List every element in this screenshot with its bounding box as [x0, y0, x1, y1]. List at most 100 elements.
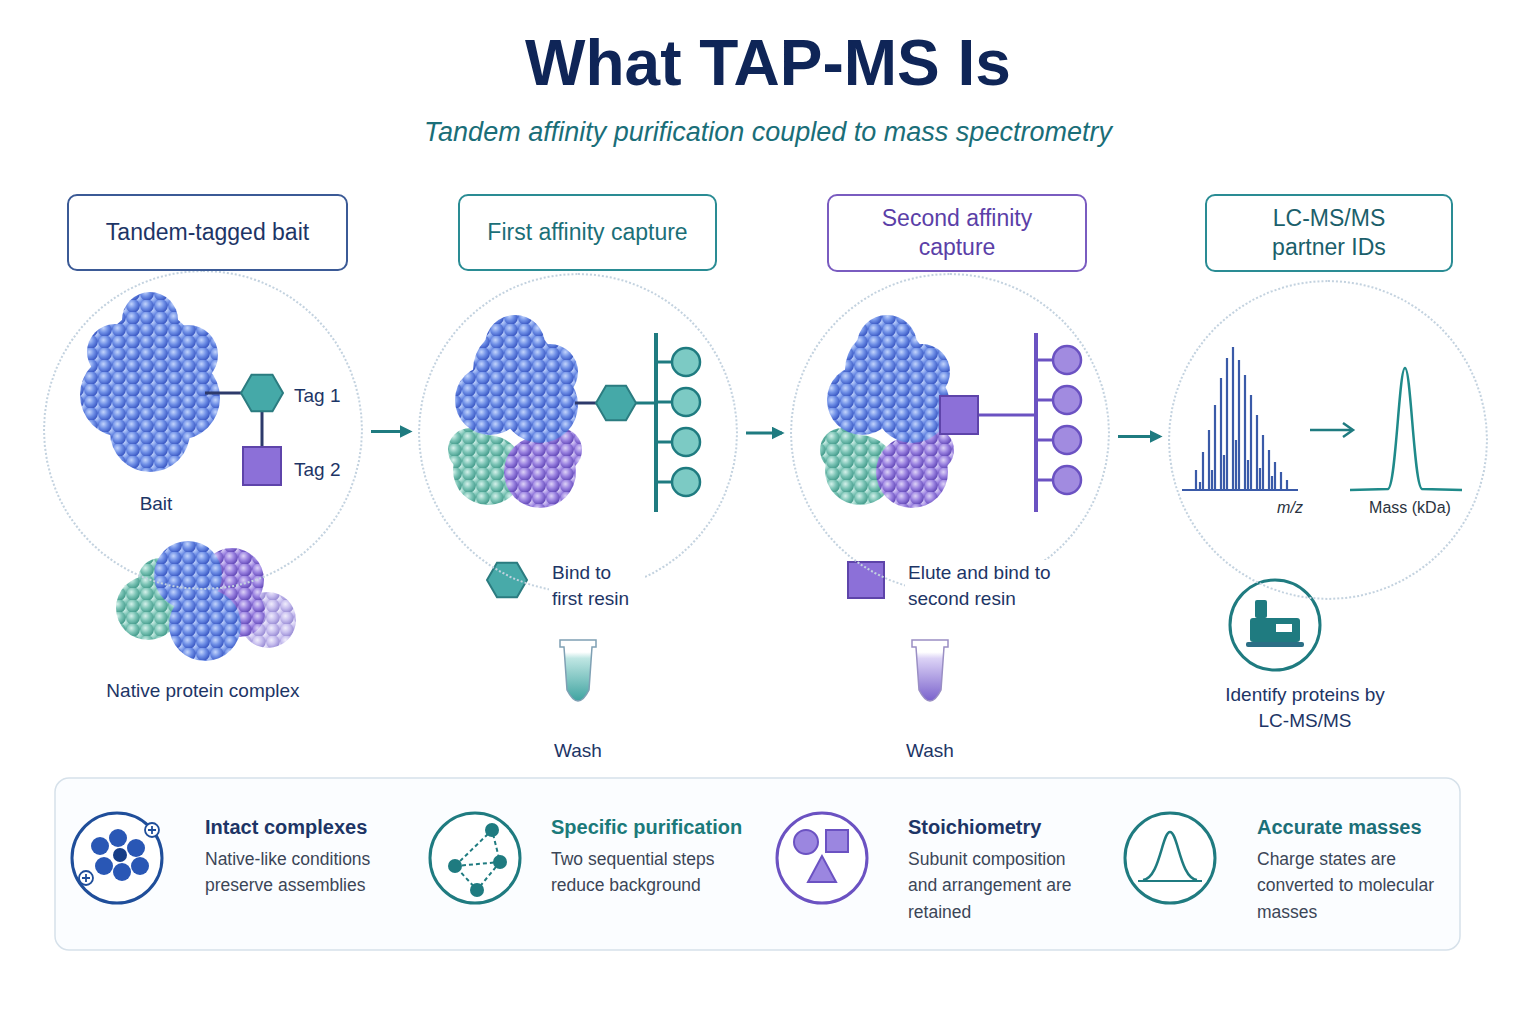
hexagon-icon — [487, 563, 527, 598]
resin-linker — [575, 402, 596, 405]
feature-heading: Specific purification — [551, 814, 766, 840]
intact-icon — [82, 874, 90, 882]
bait-protein — [80, 292, 220, 472]
first-resin — [656, 481, 672, 484]
stage-heading: LC-MS/MS partner IDs — [1205, 194, 1453, 272]
captured-complex — [448, 315, 582, 508]
deconvolution-arrow — [1343, 423, 1353, 437]
step-note: Bind to first resin — [549, 560, 645, 611]
specificity-icon — [448, 859, 462, 873]
flow-arrow — [1118, 435, 1160, 438]
first-resin — [672, 388, 700, 416]
second-resin — [1036, 439, 1052, 442]
first-resin — [654, 333, 658, 512]
wash-label: Wash — [890, 738, 970, 764]
intact-icon — [91, 837, 109, 855]
second-resin — [1036, 333, 1081, 512]
intact-icon — [131, 857, 149, 875]
ms-instrument-icon — [1230, 580, 1320, 670]
intact-icon — [95, 857, 113, 875]
wash-tube — [912, 640, 948, 701]
stoichiometry-icon — [826, 830, 848, 852]
bait-protein — [110, 392, 190, 472]
intact-icon — [145, 823, 159, 837]
specificity-icon — [485, 823, 499, 837]
captured-complex — [502, 367, 578, 443]
mass-icon — [1125, 813, 1215, 903]
instrument-label: Identify proteins by LC-MS/MS — [1225, 682, 1385, 733]
captured-complex — [876, 436, 948, 508]
intact-icon — [113, 848, 127, 862]
mass-peak — [1350, 368, 1462, 490]
tag-hexagon — [596, 386, 636, 421]
intact-icon — [72, 813, 162, 903]
tag-square — [243, 447, 281, 485]
stage-panel: First affinity captureBind to first resi… — [418, 273, 738, 593]
stoichiometry-icon — [808, 856, 836, 882]
stage-heading: Second affinity capture — [827, 194, 1087, 272]
mz-spectrum — [1196, 347, 1287, 490]
axis-label: m/z — [1260, 498, 1320, 519]
feature-body: Native-like conditions preserve assembli… — [205, 846, 405, 899]
connector-group — [371, 432, 1160, 437]
second-resin — [1036, 359, 1052, 362]
mass-icon — [1143, 832, 1197, 880]
tag-label: Tag 1 — [294, 383, 340, 409]
ms-instrument-icon — [1230, 580, 1320, 670]
feature-panel — [55, 778, 1460, 950]
tag-linker — [205, 392, 241, 395]
feature-body: Charge states are converted to molecular… — [1257, 846, 1447, 925]
flow-arrow — [746, 432, 782, 435]
feature-item: StoichiometrySubunit composition and arr… — [908, 814, 1108, 925]
intact-icon — [79, 871, 93, 885]
specificity-icon — [470, 883, 484, 897]
flow-arrow — [371, 430, 410, 433]
stage-panel: LC-MS/MS partner IDsm/zMass (kDa) — [1168, 280, 1488, 600]
tag-linker — [261, 411, 264, 447]
ms-instrument-icon — [1250, 618, 1300, 642]
native-complex — [169, 589, 241, 661]
resin-linker — [978, 414, 1036, 417]
specificity-icon — [430, 813, 520, 903]
second-resin — [1053, 346, 1081, 374]
second-resin — [1036, 479, 1052, 482]
second-resin — [1036, 399, 1052, 402]
second-resin — [1053, 466, 1081, 494]
second-resin — [1053, 386, 1081, 414]
ms-instrument-icon — [1255, 600, 1267, 618]
intact-icon — [148, 826, 156, 834]
diagram-title: What TAP-MS Is — [168, 28, 1368, 98]
intact-icon — [72, 813, 162, 903]
first-resin — [656, 401, 672, 404]
stage-panel: Tandem-tagged baitTag 1Tag 2Bait — [43, 270, 363, 590]
first-resin — [656, 361, 672, 364]
ms-instrument-icon — [1276, 624, 1292, 632]
feature-item: Accurate massesCharge states are convert… — [1257, 814, 1457, 925]
intact-icon — [127, 839, 145, 857]
stoichiometry-icon — [777, 813, 867, 903]
stage-heading: Tandem-tagged bait — [67, 194, 348, 271]
diagram-caption: Tandem affinity purification coupled to … — [168, 116, 1368, 148]
mass-icon — [1138, 880, 1202, 882]
native-complex — [116, 541, 296, 661]
first-resin — [672, 348, 700, 376]
step-note: Elute and bind to second resin — [905, 560, 1076, 611]
feature-body: Subunit composition and arrangement are … — [908, 846, 1093, 925]
bait-label: Bait — [111, 491, 201, 517]
ms-instrument-icon — [1246, 642, 1304, 647]
deconvolution-arrow — [1310, 429, 1352, 432]
feature-item: Intact complexesNative-like conditions p… — [205, 814, 420, 899]
mass-peak — [1350, 368, 1462, 490]
stoichiometry-icon — [794, 830, 818, 854]
feature-heading: Accurate masses — [1257, 814, 1457, 840]
mz-spectrum — [1182, 347, 1298, 490]
captured-complex — [504, 436, 576, 508]
stage-heading: First affinity capture — [458, 194, 717, 271]
stage-panel: Second affinity captureElute and bind to… — [790, 273, 1110, 593]
first-resin — [672, 428, 700, 456]
first-resin — [656, 441, 672, 444]
stoichiometry-icon — [777, 813, 867, 903]
